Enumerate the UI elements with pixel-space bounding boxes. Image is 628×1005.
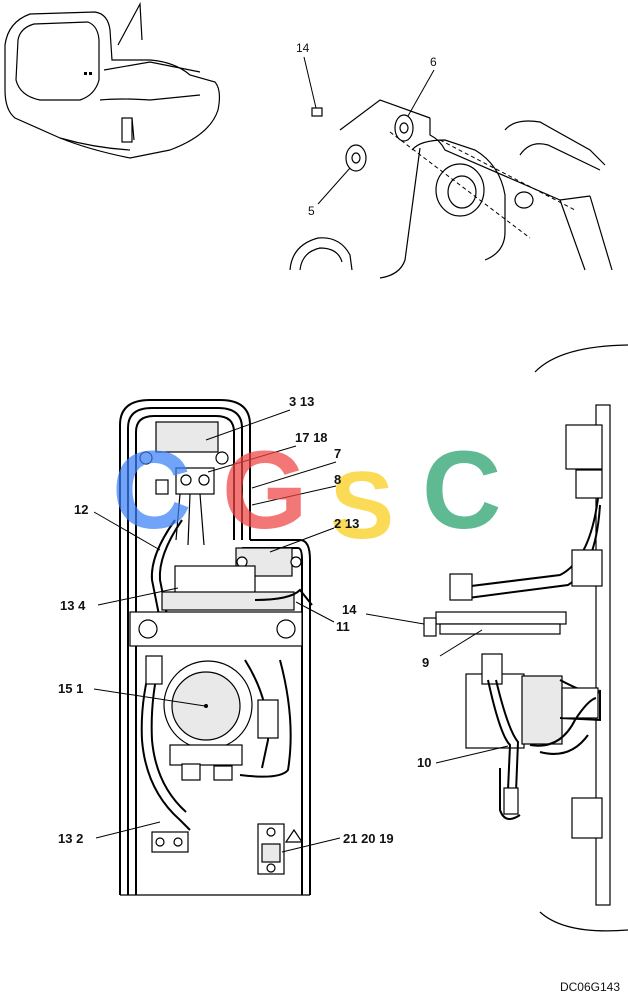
watermark-logo: C G S C <box>112 429 501 559</box>
callout-14-top: 14 <box>296 41 310 55</box>
callout-2-13: 2 13 <box>334 516 359 531</box>
callout-13-4: 13 4 <box>60 598 86 613</box>
callout-10: 10 <box>417 755 431 770</box>
side-view-illustration <box>365 344 628 932</box>
callout-21-20-19: 21 20 19 <box>343 831 394 846</box>
machine-overview-illustration <box>4 1 221 159</box>
drawing-code: DC06G143 <box>559 980 620 994</box>
callout-labels: 14 6 5 3 13 17 18 7 8 12 2 13 13 4 11 15… <box>58 41 437 846</box>
watermark-letter-c1: C <box>112 429 191 552</box>
watermark-letter-s: S <box>330 452 394 559</box>
callout-5-top: 5 <box>308 204 315 218</box>
callout-9: 9 <box>422 655 429 670</box>
watermark-letter-g: G <box>222 429 308 552</box>
panel-assembly-illustration <box>93 399 341 896</box>
callout-6-top: 6 <box>430 55 437 69</box>
callout-17-18: 17 18 <box>295 430 328 445</box>
callout-8: 8 <box>334 472 341 487</box>
bracket-detail-illustration <box>289 56 613 279</box>
callout-7: 7 <box>334 446 341 461</box>
callout-12: 12 <box>74 502 88 517</box>
callout-14-side: 14 <box>342 602 357 617</box>
callout-13-2: 13 2 <box>58 831 83 846</box>
callout-11: 11 <box>336 619 350 634</box>
callout-3-13: 3 13 <box>289 394 314 409</box>
watermark-letter-c2: C <box>422 429 501 552</box>
callout-15-1: 15 1 <box>58 681 83 696</box>
